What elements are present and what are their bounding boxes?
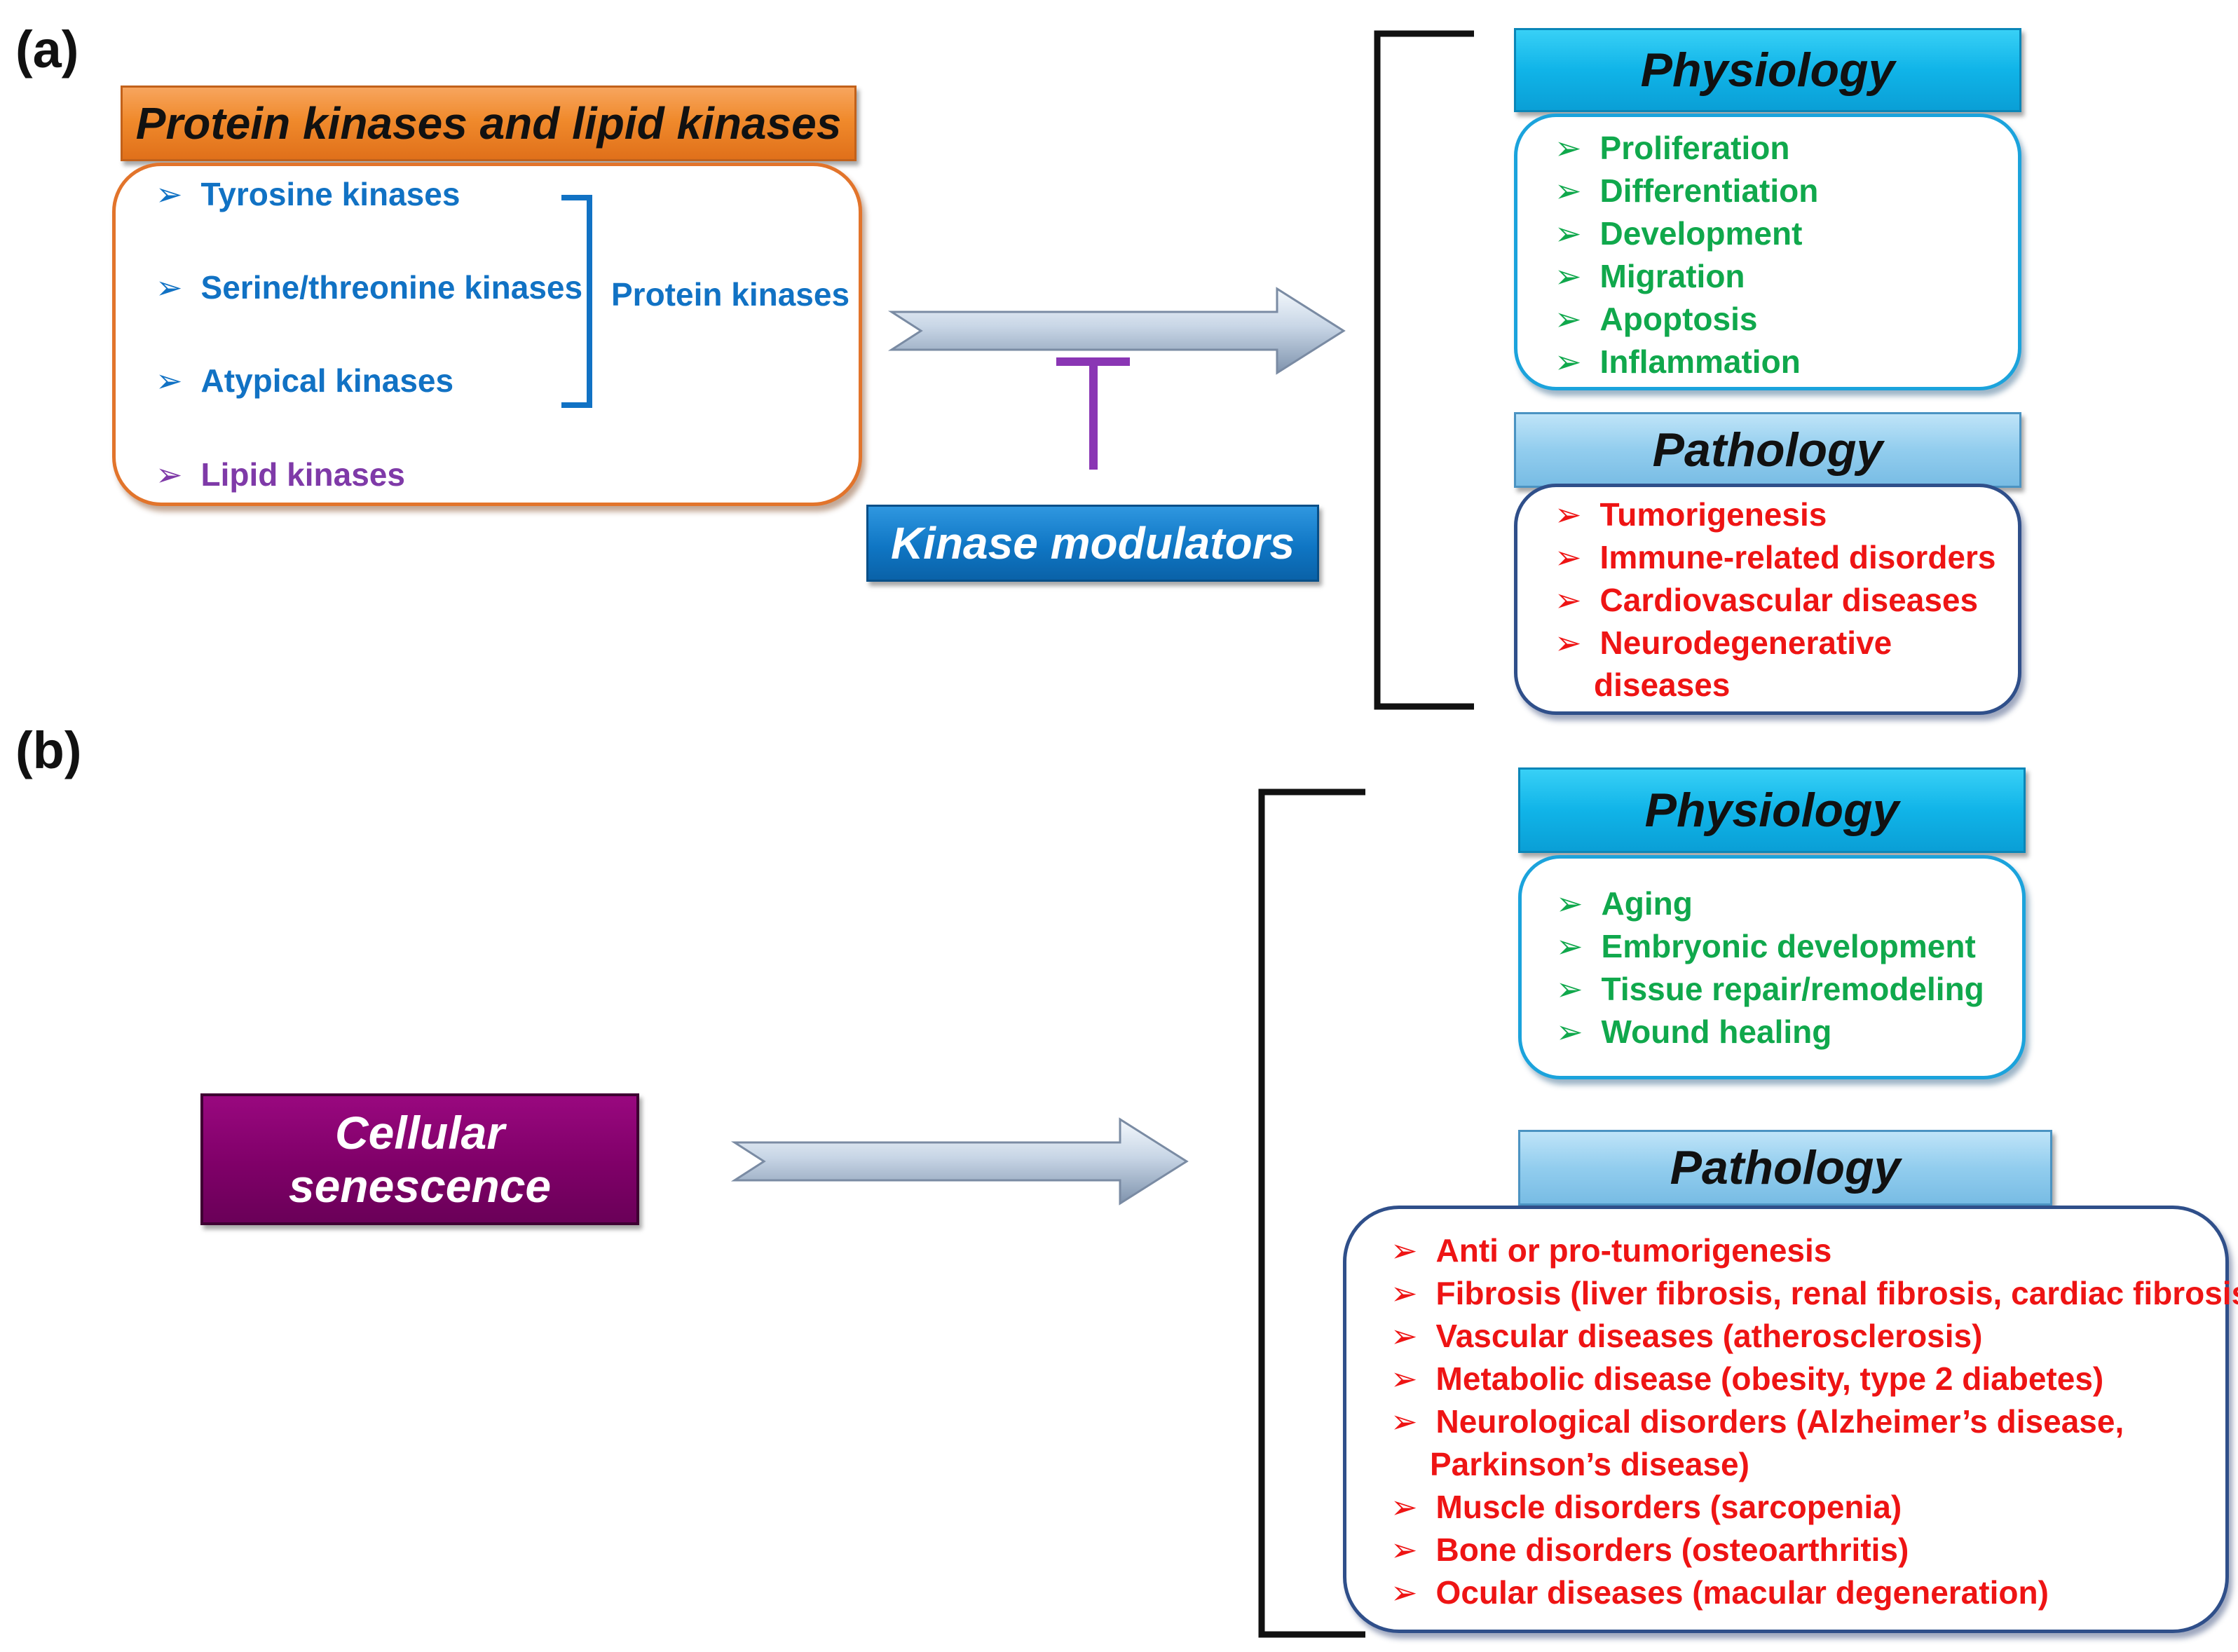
bullet-arrow-icon: ➢ [156,176,183,212]
physiology-b-box [1518,855,2026,1079]
inhibition-t-icon [1056,357,1130,470]
kinase-item-atypical: ➢Atypical kinases [156,362,454,399]
pathology-a-title: Pathology [1514,412,2021,488]
pathology-a-item: ➢Immune-related disorders [1555,539,1996,575]
pathology-b-item: ➢Vascular diseases (atherosclerosis) [1391,1318,1983,1354]
pathology-b-box [1343,1206,2229,1633]
pathology-b-item: ➢Neurological disorders (Alzheimer’s dis… [1391,1403,2124,1440]
kinases-box [112,163,862,506]
panel-a-label: (a) [15,20,79,78]
outcome-bracket-b [1258,789,1365,1638]
physiology-b-title: Physiology [1518,767,2026,853]
kinase-item-serine-threonine: ➢Serine/threonine kinases [156,269,583,306]
arrow-b-icon [730,1117,1189,1206]
pathology-a-box [1514,484,2021,715]
protein-kinases-bracket [561,195,592,408]
kinase-item-tyrosine: ➢Tyrosine kinases [156,176,460,212]
bullet-arrow-icon: ➢ [156,269,183,306]
bullet-arrow-icon: ➢ [156,362,183,399]
panel-b-label: (b) [15,721,82,779]
pathology-b-item: ➢Fibrosis (liver fibrosis, renal fibrosi… [1391,1275,2238,1311]
kinase-item-lipid: ➢Lipid kinases [156,456,405,493]
protein-kinases-label: Protein kinases [611,276,850,313]
pathology-b-item: ➢Metabolic disease (obesity, type 2 diab… [1391,1360,2104,1397]
physiology-a-item: ➢Inflammation [1555,343,1801,380]
pathology-a-item: ➢Neurodegenerative [1555,624,1892,661]
physiology-b-item: ➢Aging [1556,885,1693,922]
pathology-b-title: Pathology [1518,1130,2052,1206]
physiology-b-item: ➢Wound healing [1556,1013,1832,1050]
pathology-b-item: ➢Anti or pro-tumorigenesis [1391,1232,1832,1269]
pathology-b-item: ➢Muscle disorders (sarcopenia) [1391,1489,1902,1525]
physiology-a-item: ➢Migration [1555,258,1745,294]
physiology-a-title: Physiology [1514,28,2021,112]
physiology-a-item: ➢Apoptosis [1555,301,1758,337]
pathology-b-item: ➢Ocular diseases (macular degeneration) [1391,1574,2049,1611]
outcome-bracket-a [1374,30,1474,710]
physiology-a-item: ➢Proliferation [1555,130,1790,166]
pathology-b-item: ➢Bone disorders (osteoarthritis) [1391,1531,1909,1568]
pathology-a-item: ➢Tumorigenesis [1555,496,1827,533]
pathology-b-item-continued: Parkinson’s disease) [1430,1446,1749,1482]
physiology-b-item: ➢Embryonic development [1556,928,1976,964]
kinase-modulators-label: Kinase modulators [866,505,1319,582]
cellular-senescence-label: Cellular senescence [200,1093,639,1225]
arrow-a-icon [887,287,1346,375]
bullet-arrow-icon: ➢ [156,456,183,493]
physiology-a-item: ➢Differentiation [1555,172,1819,209]
physiology-b-item: ➢Tissue repair/remodeling [1556,971,1984,1007]
kinases-title: Protein kinases and lipid kinases [121,86,857,161]
pathology-a-item: ➢Cardiovascular diseases [1555,582,1979,618]
physiology-a-box [1514,114,2021,390]
physiology-a-item: ➢Development [1555,215,1803,252]
pathology-a-item-continued: diseases [1594,667,1731,703]
